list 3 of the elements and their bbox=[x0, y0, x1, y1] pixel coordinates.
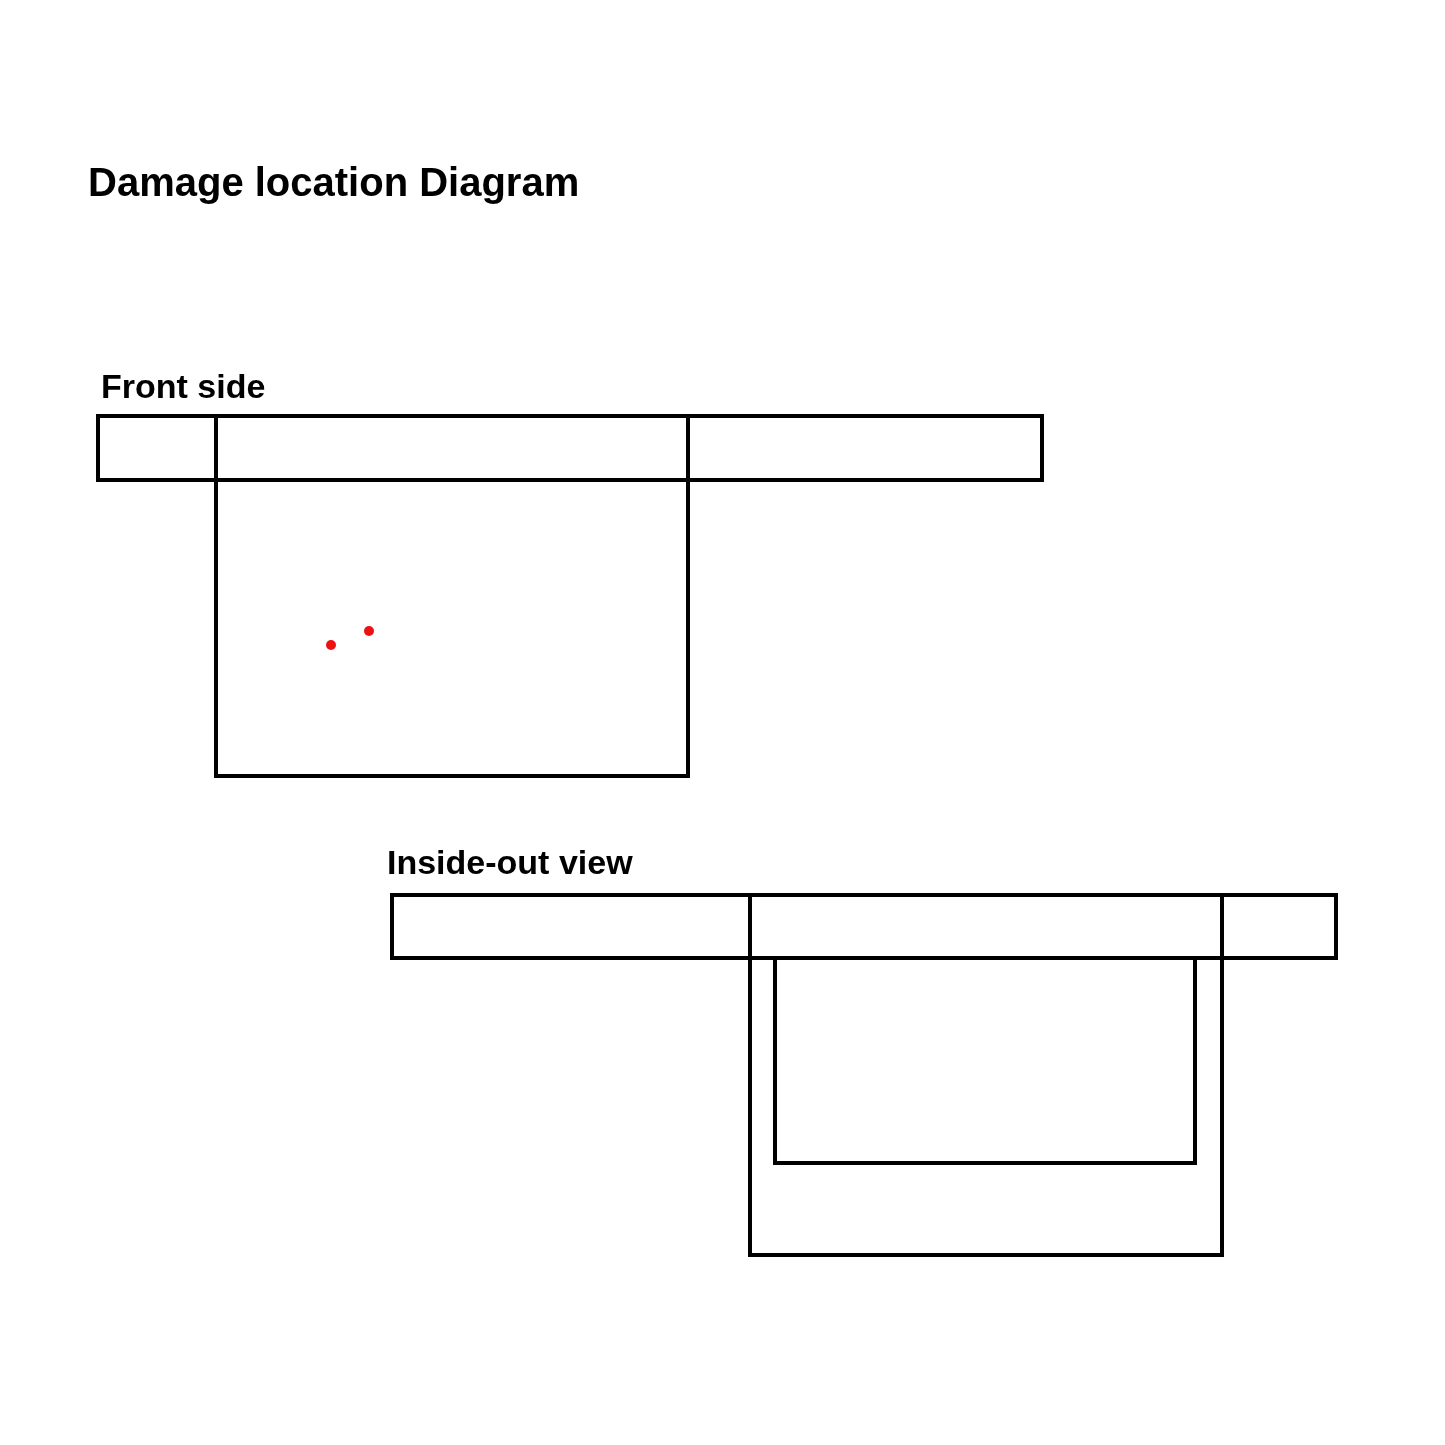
view-heading: Front side bbox=[101, 369, 266, 403]
view-heading: Inside-out view bbox=[387, 845, 633, 879]
diagram-title: Damage location Diagram bbox=[88, 162, 580, 202]
